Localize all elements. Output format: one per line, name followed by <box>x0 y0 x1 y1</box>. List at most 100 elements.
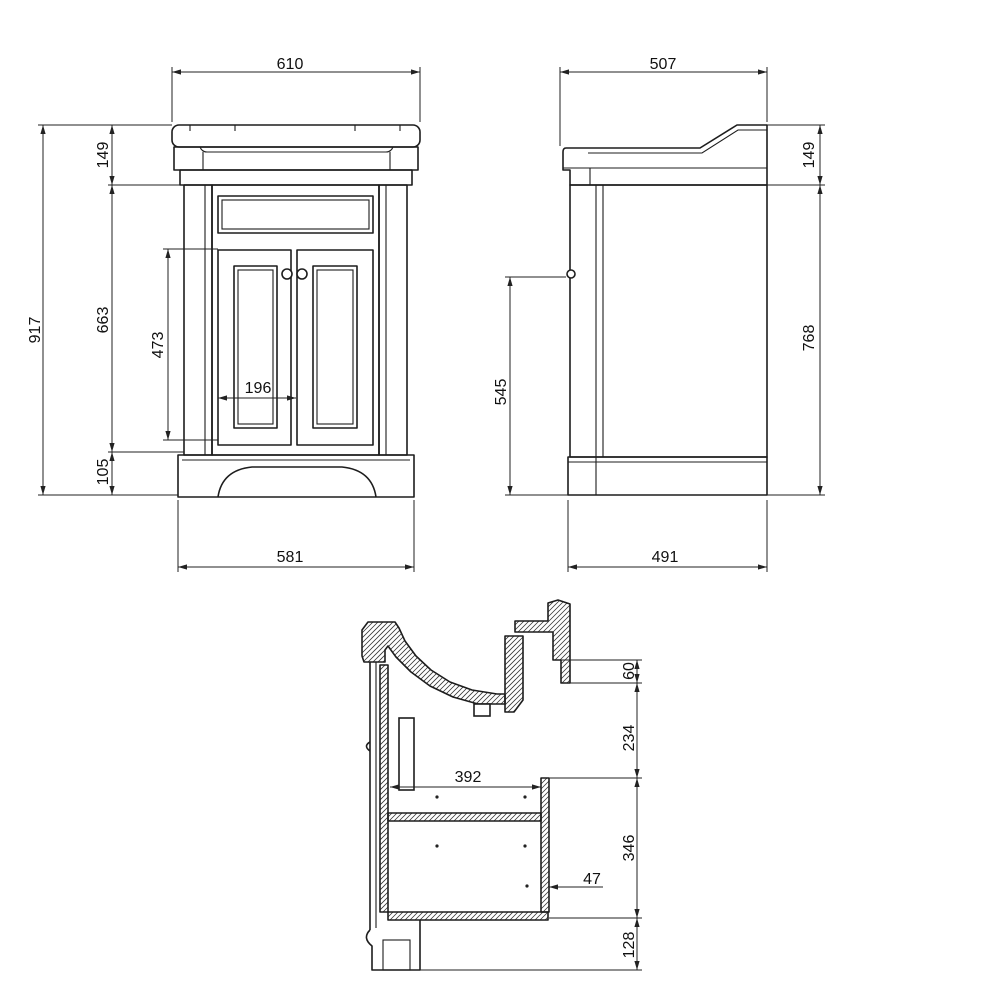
hatch-line <box>379 841 389 851</box>
hatch-line <box>540 890 550 900</box>
hatch-line <box>537 602 568 633</box>
hatch-line <box>540 865 550 875</box>
hatch-line <box>414 911 424 921</box>
basin-side-detail <box>563 129 767 185</box>
hatch-line <box>361 621 379 639</box>
hatch-line <box>552 629 571 648</box>
hatch-line <box>362 623 397 658</box>
hatch-line <box>361 621 389 649</box>
fixing-dot <box>435 795 439 799</box>
hatch-line <box>542 905 550 913</box>
hatch-line <box>379 776 389 786</box>
arrowhead <box>634 961 640 970</box>
hatch-line <box>439 680 450 691</box>
arrowhead <box>634 769 640 778</box>
hatch-line <box>379 741 389 751</box>
hatch-line <box>540 875 550 885</box>
hatch-line <box>504 911 514 921</box>
dimension-door-width: 196 <box>218 380 296 401</box>
hatch-line <box>504 636 524 656</box>
hatch-line <box>495 694 506 705</box>
hatch-lines <box>379 664 389 913</box>
hatch-line <box>540 835 550 845</box>
hatch-line <box>429 675 440 686</box>
hatch-line <box>399 648 412 661</box>
hatch-line <box>442 682 453 693</box>
hatch-line <box>379 791 389 801</box>
arrowhead <box>560 69 569 75</box>
dimension-cabinet-height: 663 <box>95 185 184 453</box>
hatch-line <box>379 664 386 671</box>
hatch-line <box>403 812 413 822</box>
hatch-line <box>473 812 483 822</box>
hatch-line <box>560 664 571 675</box>
arrowhead <box>405 564 414 570</box>
hatch-line <box>388 812 398 822</box>
arrowhead <box>634 909 640 918</box>
hatch-line <box>361 621 394 654</box>
hatch-line <box>534 911 544 921</box>
arrowhead <box>109 443 115 452</box>
hatch-line <box>379 796 389 806</box>
hatch-line <box>468 690 480 702</box>
hatch-line <box>379 861 389 871</box>
cabinet-frame <box>211 184 380 456</box>
hatch-line <box>504 635 515 646</box>
hatch-line <box>547 601 564 618</box>
section-door-knob <box>365 741 371 752</box>
hatch-line <box>540 855 550 865</box>
dimension-label: 581 <box>277 549 304 566</box>
hatch-line <box>390 636 404 650</box>
hatch-line <box>419 911 429 921</box>
arrowhead <box>40 125 46 134</box>
hatch-line <box>533 813 542 822</box>
hatch-line <box>554 644 571 661</box>
hatch-line <box>517 620 530 633</box>
left-door-panel-inner <box>237 269 274 425</box>
hatch-line <box>504 681 524 701</box>
front-view: 610 917 149 663 105 473 196 581 <box>27 56 421 572</box>
hatch-line <box>379 806 389 816</box>
section-view: 60 234 346 128 392 47 <box>361 599 642 971</box>
hatch-line <box>379 756 389 766</box>
drawer-front <box>217 195 374 234</box>
dimension-label: 128 <box>621 932 638 959</box>
hatch-line <box>561 674 571 684</box>
hatch-line <box>464 690 475 701</box>
dimension-label: 610 <box>277 56 304 73</box>
hatch-line <box>483 812 493 822</box>
hatch-line <box>388 633 402 647</box>
hatch-line <box>504 651 524 671</box>
hatch-line <box>433 812 443 822</box>
left-door-knob <box>281 268 293 280</box>
hatch-line <box>379 811 389 821</box>
hatch-line <box>504 666 524 686</box>
hatch-line <box>379 731 389 741</box>
bottom-shelf-section <box>387 911 549 921</box>
fixing-dot <box>435 844 439 848</box>
hatch-line <box>413 812 423 822</box>
hatch-line <box>411 661 424 674</box>
dimension-label: 392 <box>455 769 482 786</box>
hatch-line <box>432 677 443 688</box>
right-pilaster <box>378 184 408 456</box>
arrowhead <box>634 778 640 787</box>
hatch-line <box>540 870 550 880</box>
hatch-line <box>474 911 484 921</box>
hatch-line <box>404 911 414 921</box>
hatch-line <box>379 876 389 886</box>
hatch-line <box>394 643 407 656</box>
arrowhead <box>109 486 115 495</box>
hatch-line <box>494 911 504 921</box>
dimension-label: 917 <box>27 317 44 344</box>
hatch-line <box>361 621 384 644</box>
hatch-line <box>489 911 499 921</box>
hatch-line <box>478 812 488 822</box>
hatch-line <box>480 692 493 705</box>
hatch-line <box>459 911 469 921</box>
dimension-label: 491 <box>652 549 679 566</box>
side-door-knob <box>566 269 576 279</box>
hatch-line <box>540 820 550 830</box>
hatch-line <box>523 812 533 822</box>
dimension-lower-space: 346 <box>549 778 642 919</box>
